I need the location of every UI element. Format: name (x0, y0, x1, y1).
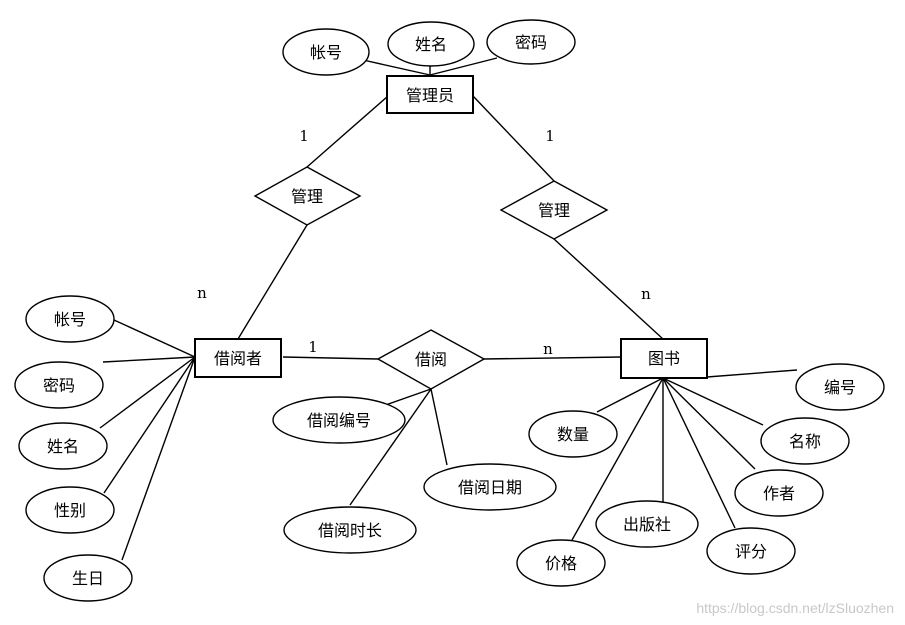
attr-book-quantity-label: 数量 (557, 425, 589, 444)
link-manage-left-borrower (237, 224, 308, 340)
cardinality-manage-left-borrower: n (197, 284, 207, 302)
link-borrower-password (102, 356, 196, 363)
attr-book-title-label: 名称 (789, 432, 821, 451)
link-borrower-borrow (282, 356, 379, 360)
attr-borrow-id-label: 借阅编号 (307, 411, 371, 430)
relationship-manage-right: 管理 (499, 180, 609, 240)
relationship-borrow: 借阅 (376, 329, 486, 390)
attr-borrower-name: 姓名 (18, 422, 108, 470)
relationship-manage-left: 管理 (253, 166, 362, 226)
link-book-rating (662, 377, 736, 529)
link-book-title (662, 377, 764, 426)
cardinality-manage-right-book: n (641, 285, 651, 303)
link-admin-account (362, 59, 431, 76)
entity-book-label: 图书 (648, 349, 680, 368)
attr-admin-name-label: 姓名 (415, 35, 447, 54)
attr-borrower-gender-label: 性别 (54, 501, 86, 520)
connector-lines (99, 57, 798, 561)
cardinality-admin-manage-right: 1 (545, 127, 555, 145)
attr-admin-account: 帐号 (282, 28, 370, 76)
attr-borrower-birthday: 生日 (43, 554, 133, 602)
attr-book-author-label: 作者 (763, 484, 795, 503)
link-book-price (571, 377, 664, 541)
link-admin-password (429, 57, 498, 76)
attr-borrow-id: 借阅编号 (272, 396, 406, 444)
attr-book-author: 作者 (734, 469, 824, 517)
link-borrow-book (482, 356, 622, 360)
attr-book-quantity: 数量 (528, 410, 618, 458)
cardinality-borrow-book: n (543, 340, 553, 358)
attr-borrow-duration: 借阅时长 (283, 506, 417, 554)
attr-book-publisher: 出版社 (595, 500, 699, 548)
attr-borrower-account-label: 帐号 (54, 310, 86, 329)
entity-borrower-label: 借阅者 (214, 349, 262, 368)
entity-book: 图书 (620, 338, 708, 379)
attr-borrower-birthday-label: 生日 (72, 569, 104, 588)
attr-book-id: 编号 (795, 363, 885, 411)
link-borrower-gender (103, 356, 196, 494)
attr-borrower-password: 密码 (14, 361, 104, 409)
attr-admin-password-label: 密码 (515, 33, 547, 52)
cardinality-borrower-borrow: 1 (308, 338, 318, 356)
link-borrower-account (113, 319, 196, 358)
link-book-author (662, 377, 756, 470)
link-borrow-duration (349, 388, 432, 506)
relationship-manage-left-label: 管理 (291, 187, 323, 206)
attr-admin-account-label: 帐号 (310, 43, 342, 62)
attr-borrower-password-label: 密码 (43, 376, 75, 395)
attr-admin-name: 姓名 (387, 21, 475, 67)
attr-book-title: 名称 (760, 417, 850, 465)
link-borrow-date (430, 388, 448, 466)
attr-borrower-account: 帐号 (25, 295, 115, 343)
attr-borrower-gender: 性别 (25, 486, 115, 534)
link-admin-manage-right (472, 95, 555, 182)
entity-admin-label: 管理员 (406, 86, 454, 105)
attr-book-rating: 评分 (706, 527, 796, 575)
link-borrower-birthday (121, 356, 196, 561)
watermark: https://blog.csdn.net/lzSluozhen (696, 600, 894, 616)
relationship-borrow-label: 借阅 (415, 350, 447, 369)
link-book-id (706, 369, 798, 378)
link-admin-manage-left (306, 95, 389, 168)
attr-book-price-label: 价格 (545, 554, 577, 573)
attr-book-price: 价格 (516, 539, 606, 587)
cardinality-admin-manage-left: 1 (299, 127, 309, 145)
link-manage-right-book (553, 238, 664, 340)
link-borrower-name (99, 356, 196, 429)
attr-borrow-date-label: 借阅日期 (458, 478, 522, 497)
entity-admin: 管理员 (386, 75, 474, 114)
attr-borrow-date: 借阅日期 (423, 463, 557, 511)
attr-book-publisher-label: 出版社 (623, 515, 671, 534)
relationship-manage-right-label: 管理 (538, 201, 570, 220)
attr-borrower-name-label: 姓名 (47, 437, 79, 456)
attr-admin-password: 密码 (486, 19, 576, 65)
attr-borrow-duration-label: 借阅时长 (318, 521, 382, 540)
entity-borrower: 借阅者 (194, 338, 282, 378)
attr-book-id-label: 编号 (824, 378, 856, 397)
link-book-quantity (596, 377, 664, 413)
attr-book-rating-label: 评分 (735, 542, 767, 561)
link-borrow-id (379, 388, 432, 408)
